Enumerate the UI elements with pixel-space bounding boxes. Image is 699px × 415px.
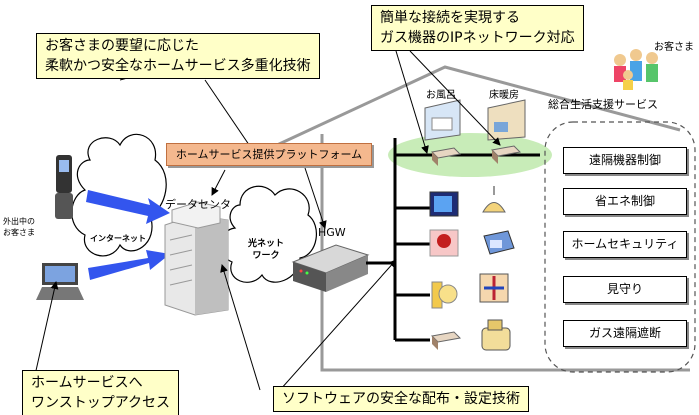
mobile-phone-icon (55, 155, 73, 219)
optical-network-line-2: ワーク (252, 251, 280, 261)
house-outline (248, 65, 690, 372)
fan-heater-icon (483, 230, 515, 255)
blue-arrow-upper (86, 190, 170, 224)
device-box-icon (430, 147, 462, 166)
hgw-label: HGW (318, 226, 346, 239)
service-energy-saving-control: 省エネ制御 (563, 188, 687, 215)
life-support-service-label: 総合生活支援サービス (548, 98, 658, 111)
callout-line-1: お客さまの要望に応じた (45, 38, 199, 54)
internet-cloud (71, 133, 167, 257)
callout-software-distribution: ソフトウェアの安全な配布・設定技術 (273, 386, 529, 412)
device-box-icon (430, 331, 462, 350)
lamp-icon (482, 186, 506, 213)
service-area-outline (544, 121, 696, 373)
home-network-wiring (366, 138, 540, 342)
outside-customer-label: 外出中の お客さま (3, 216, 35, 238)
callout-text: ソフトウェアの安全な配布・設定技術 (282, 391, 520, 407)
outside-customer-line-2: お客さま (3, 228, 35, 237)
callout-line-2: 柔軟かつ安全なホームサービス多重化技術 (45, 58, 311, 74)
service-remote-device-control: 遠隔機器制御 (563, 147, 687, 174)
optical-network-line-1: 光ネット (248, 239, 285, 249)
optical-network-label: 光ネット ワーク (248, 238, 284, 262)
bathroom-icon (424, 99, 461, 141)
service-home-security: ホームセキュリティ (563, 231, 687, 258)
callout-line-2: ワンストップアクセス (31, 395, 171, 411)
blue-arrow-lower (88, 250, 170, 280)
service-monitoring: 見守り (563, 276, 687, 303)
callout-line-1: 簡単な接続を実現する (380, 10, 520, 26)
family-icon (614, 49, 658, 90)
intercom-icon (431, 281, 458, 309)
callout-service-multiplexing: お客さまの要望に応じた 柔軟かつ安全なホームサービス多重化技術 (36, 33, 320, 79)
device-box-icon (490, 145, 522, 164)
callout-line-1: ホームサービスへ (31, 375, 143, 391)
hgw-router-icon (291, 244, 370, 292)
floor-heating-room-icon (487, 99, 526, 141)
water-heater-icon (479, 273, 509, 303)
callout-pointers (34, 50, 501, 391)
bath-label: お風呂 (426, 90, 456, 101)
floor-heating-label: 床暖房 (489, 90, 519, 101)
platform-box: ホームサービス提供プラットフォーム (166, 143, 372, 166)
outside-customer-line-1: 外出中の (3, 217, 35, 226)
laptop-icon (36, 263, 84, 300)
camera-icon (429, 229, 459, 257)
tv-icon (429, 191, 459, 217)
callout-gas-ip-network: 簡単な接続を実現する ガス機器のIPネットワーク対応 (371, 5, 584, 51)
robot-icon (481, 319, 511, 351)
callout-line-2: ガス機器のIPネットワーク対応 (380, 30, 575, 46)
datacenter-building-icon (164, 201, 229, 316)
service-remote-gas-shutoff: ガス遠隔遮断 (563, 320, 687, 347)
datacenter-label: データセンタ (165, 198, 231, 211)
internet-label: インターネット (90, 234, 146, 243)
customer-label: お客さま (654, 42, 694, 53)
callout-one-stop-access: ホームサービスへ ワンストップアクセス (22, 370, 180, 415)
